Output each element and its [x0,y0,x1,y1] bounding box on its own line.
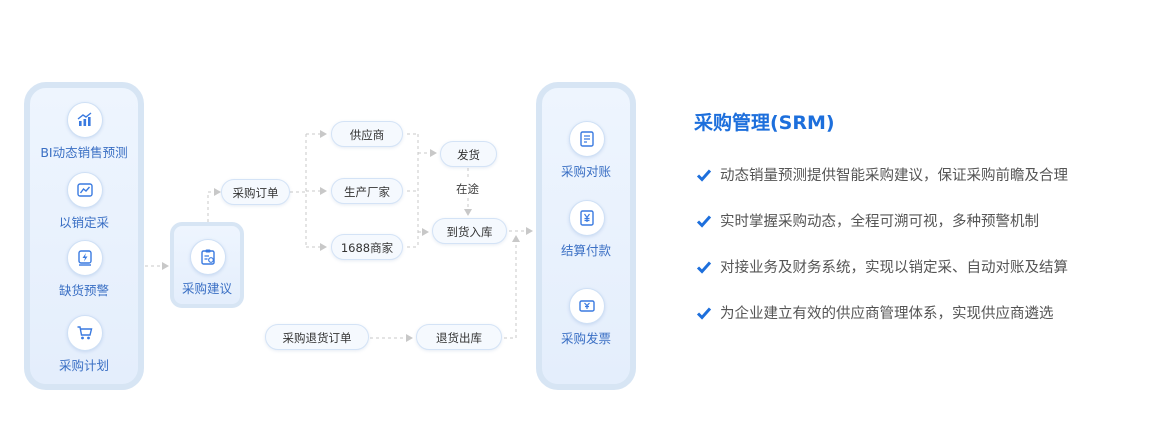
invoice-icon [579,300,595,312]
left-item-label: 以销定采 [58,215,109,230]
clipboard-icon [201,249,215,265]
suggestion-icon-circle [190,239,226,275]
ship-node[interactable]: 发货 [440,141,497,167]
reconcile-document-icon [580,131,594,147]
received-node[interactable]: 到货入库 [432,218,507,244]
srm-title: 采购管理(SRM) [694,112,835,134]
shopping-cart-icon [77,326,93,340]
right-item-label: 结算付款 [560,243,611,258]
feature-item: 为企业建立有效的供应商管理体系，实现供应商遴选 [696,302,1054,324]
right-item-label: 采购对账 [560,164,611,179]
suggestion-label: 采购建议 [181,281,232,296]
right-item-label: 采购发票 [560,331,611,346]
return-out-node[interactable]: 退货出库 [416,324,502,350]
right-item-invoice[interactable] [569,288,605,324]
left-item-label: 缺货预警 [58,283,109,298]
feature-item: 动态销量预测提供智能采购建议，保证采购前瞻及合理 [696,164,1068,186]
manufacturer-node[interactable]: 生产厂家 [331,178,403,204]
left-item-label: BI动态销售预测 [40,145,128,160]
bar-chart-trend-icon [77,112,92,126]
warning-lightning-icon [78,250,92,266]
feature-text: 为企业建立有效的供应商管理体系，实现供应商遴选 [720,306,1054,322]
supplier-node[interactable]: 供应商 [331,121,403,147]
return-order-node[interactable]: 采购退货订单 [265,324,369,350]
check-icon [696,213,712,229]
feature-text: 实时掌握采购动态，全程可溯可视，多种预警机制 [720,214,1039,230]
right-item-reconcile[interactable] [569,121,605,157]
feature-text: 动态销量预测提供智能采购建议，保证采购前瞻及合理 [720,168,1068,184]
line-chart-icon [77,183,93,197]
right-item-payment[interactable] [569,200,605,236]
left-item-stockout-alert[interactable] [67,240,103,276]
left-item-bi-forecast[interactable] [67,102,103,138]
merchant-1688-node[interactable]: 1688商家 [331,234,403,260]
left-item-purchase-plan[interactable] [67,315,103,351]
left-item-label: 采购计划 [58,358,109,373]
feature-text: 对接业务及财务系统，实现以销定采、自动对账及结算 [720,260,1068,276]
check-icon [696,305,712,321]
in-transit-label: 在途 [456,182,479,196]
feature-item: 实时掌握采购动态，全程可溯可视，多种预警机制 [696,210,1039,232]
feature-item: 对接业务及财务系统，实现以销定采、自动对账及结算 [696,256,1068,278]
purchase-order-node[interactable]: 采购订单 [221,179,290,205]
yen-payment-icon [580,210,594,226]
check-icon [696,259,712,275]
left-panel [24,82,144,390]
left-item-sales-driven[interactable] [67,172,103,208]
check-icon [696,167,712,183]
